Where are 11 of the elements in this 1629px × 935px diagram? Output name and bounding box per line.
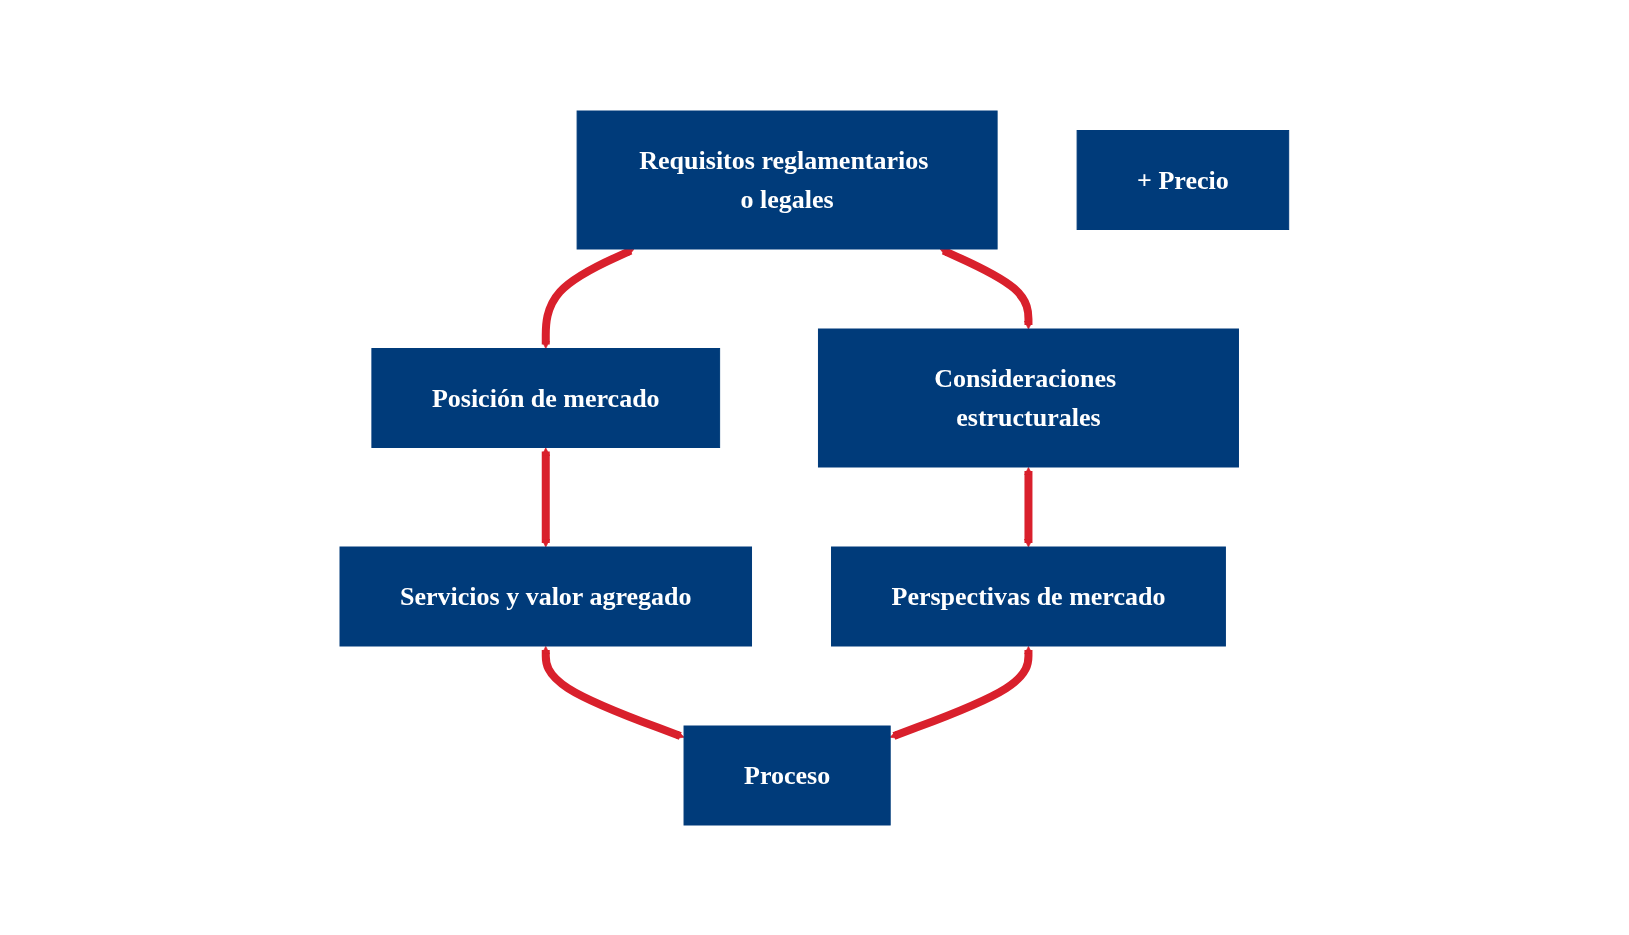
node-box: Servicios y valor agregado xyxy=(339,546,753,646)
arrow xyxy=(541,447,551,547)
arrow xyxy=(541,645,685,740)
node-box: + Precio xyxy=(1076,129,1290,230)
node-box: Requisitos reglamentarios o legales xyxy=(576,110,998,249)
node-box: Perspectivas de mercado xyxy=(831,546,1227,646)
arrow xyxy=(889,645,1033,740)
node-box: Posición de mercado xyxy=(371,347,721,448)
node-box: Consideraciones estructurales xyxy=(818,328,1240,467)
node-box: Proceso xyxy=(683,725,891,825)
arrow xyxy=(1024,466,1033,547)
